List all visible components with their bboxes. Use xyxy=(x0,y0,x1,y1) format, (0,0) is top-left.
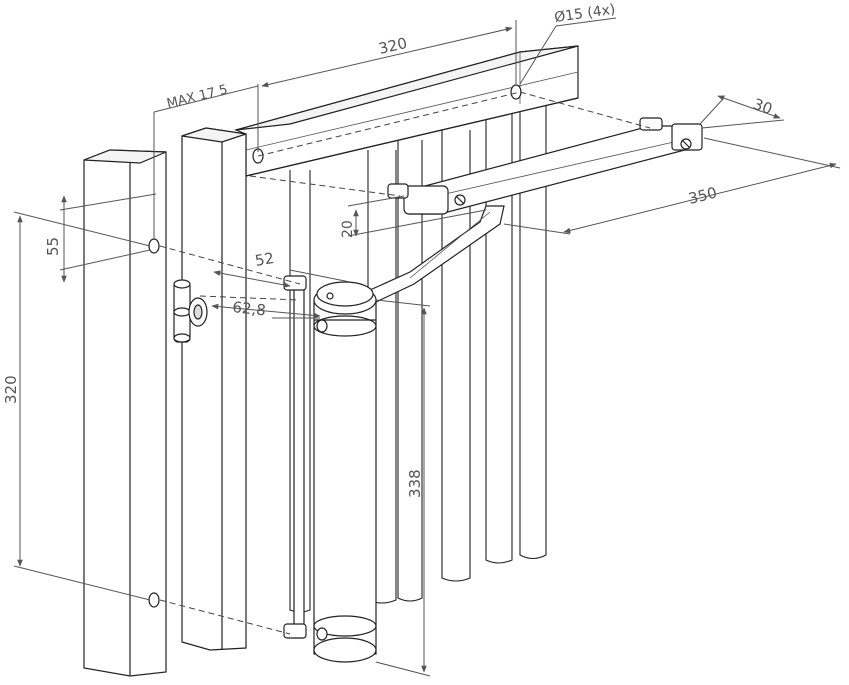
mounting-hole xyxy=(148,592,160,608)
dim-label-offset-55: 55 xyxy=(44,237,62,256)
mounting-hole xyxy=(148,238,160,254)
closer-cylinder xyxy=(313,281,377,663)
infill-pipe xyxy=(519,100,547,560)
dim-label-arm-length: 350 xyxy=(687,183,719,207)
dim-label-width-30: 30 xyxy=(751,95,775,118)
dim-label-closer-height: 338 xyxy=(406,469,424,498)
hinge xyxy=(173,279,208,343)
dimension-lines xyxy=(13,17,841,677)
dim-label-post-height: 320 xyxy=(2,375,20,404)
fixed-post xyxy=(83,149,167,677)
mounting-hole xyxy=(510,84,522,100)
gate-frame-post xyxy=(181,127,247,651)
dim-label-offset-52: 52 xyxy=(254,249,276,270)
dim-label-offset-62-8: 62,8 xyxy=(232,298,267,319)
dim-label-beam-length: 320 xyxy=(377,34,409,58)
dim-label-offset-20: 20 xyxy=(340,220,356,238)
cylinder-bracket xyxy=(283,275,307,639)
dim-label-max-offset: MAX 17 5 xyxy=(165,82,229,112)
